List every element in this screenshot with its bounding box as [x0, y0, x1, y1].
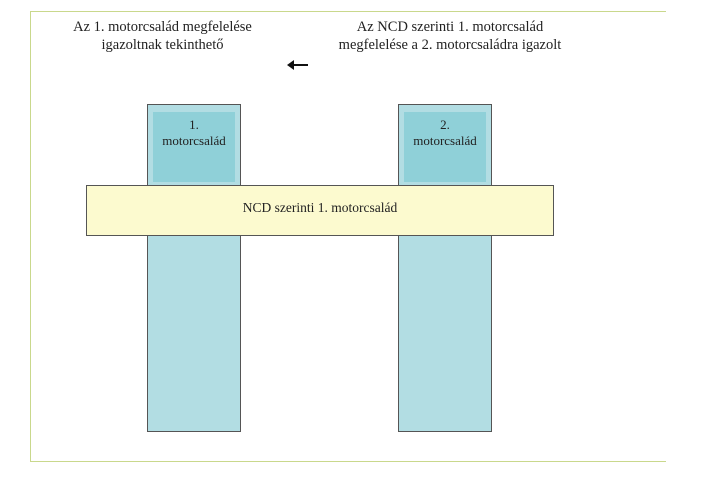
caption-left-line1: Az 1. motorcsalád megfelelése — [73, 19, 252, 35]
frame-top-line — [30, 11, 666, 12]
ncd-engine-family-bar: NCD szerinti 1. motorcsalád — [86, 185, 554, 236]
caption-right-line2: megfelelése a 2. motorcsaládra igazolt — [338, 37, 562, 53]
frame-bottom-line — [30, 461, 666, 462]
engine-family-number-2: 2. — [440, 117, 450, 132]
caption-right: Az NCD szerinti 1. motorcsalád megfelelé… — [300, 18, 600, 54]
caption-left: Az 1. motorcsalád megfelelése igazoltnak… — [50, 18, 275, 54]
engine-family-column-1: 1. motorcsalád — [147, 104, 241, 432]
engine-family-text-1: motorcsalád — [162, 133, 226, 148]
engine-family-label-1: 1. motorcsalád — [153, 112, 235, 182]
engine-family-label-2: 2. motorcsalád — [404, 112, 486, 182]
frame-left-line — [30, 11, 31, 461]
ncd-engine-family-label: NCD szerinti 1. motorcsalád — [242, 200, 398, 215]
caption-right-line1: Az NCD szerinti 1. motorcsalád — [356, 19, 544, 35]
arrow-left-icon — [287, 60, 308, 70]
caption-left-line2: igazoltnak tekinthető — [101, 37, 224, 53]
engine-family-number-1: 1. — [189, 117, 199, 132]
engine-family-column-2: 2. motorcsalád — [398, 104, 492, 432]
engine-family-text-2: motorcsalád — [413, 133, 477, 148]
